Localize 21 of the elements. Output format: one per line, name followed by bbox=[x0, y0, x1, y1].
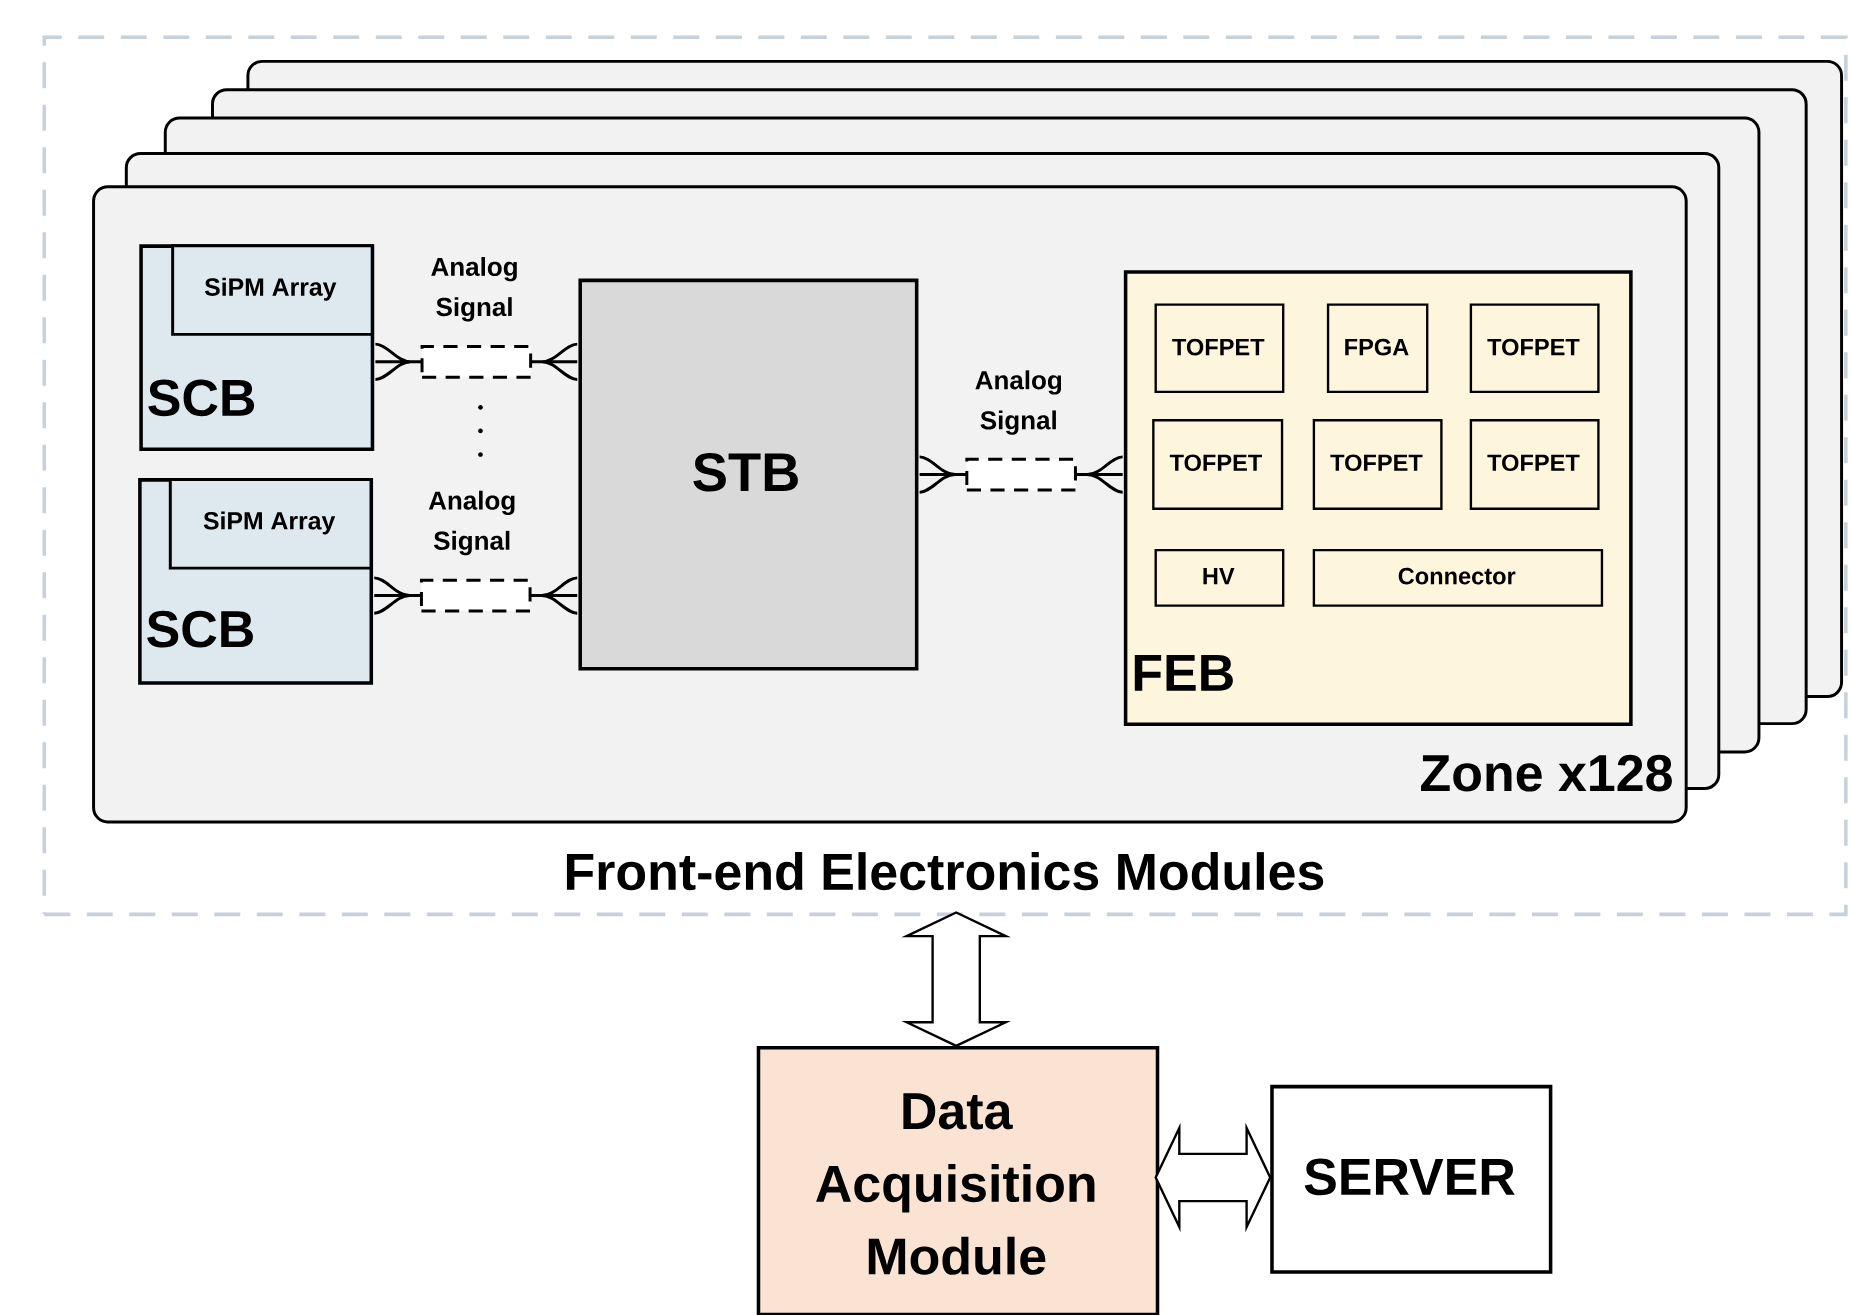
double-arrow bbox=[1154, 1122, 1272, 1233]
server-box: SERVER bbox=[1270, 1084, 1553, 1274]
chip-box: FPGA bbox=[1326, 303, 1429, 394]
chip-box: TOFPET bbox=[1154, 303, 1285, 394]
edge-label: Analog Signal bbox=[431, 256, 517, 322]
chip-box: TOFPET bbox=[1469, 303, 1600, 394]
hv-box: HV bbox=[1154, 548, 1285, 607]
edge-label: Analog Signal bbox=[428, 490, 515, 556]
cable bbox=[372, 576, 579, 615]
daq-module-box: Data Acquisition Module bbox=[756, 1045, 1160, 1315]
sipm-array-box: SiPM Array bbox=[171, 244, 374, 336]
cable bbox=[918, 455, 1125, 494]
stb-board: STB bbox=[578, 278, 919, 671]
chip-box: TOFPET bbox=[1469, 419, 1600, 510]
sipm-array-box: SiPM Array bbox=[168, 478, 373, 570]
connector-box: Connector bbox=[1312, 548, 1604, 607]
cable bbox=[373, 342, 579, 381]
chip-box: TOFPET bbox=[1312, 419, 1443, 510]
double-arrow bbox=[901, 911, 1011, 1048]
edge-label: Analog Signal bbox=[975, 370, 1062, 435]
chip-box: TOFPET bbox=[1152, 419, 1284, 510]
